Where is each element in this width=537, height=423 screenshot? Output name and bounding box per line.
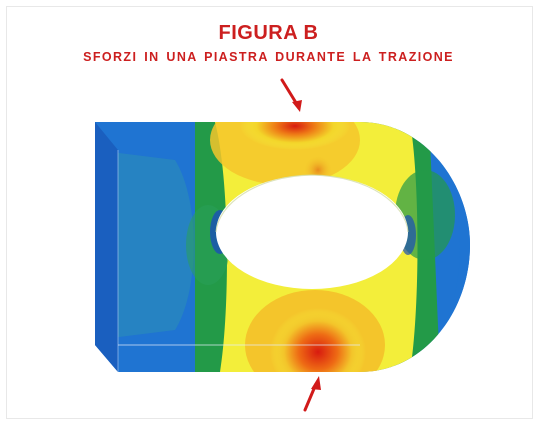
- plate-hole: [216, 175, 408, 289]
- figure-subtitle: SFORZI IN UNA PIASTRA DURANTE LA TRAZION…: [83, 50, 454, 64]
- top-arrow: [280, 78, 302, 112]
- figure-title: FIGURA B: [218, 22, 319, 44]
- plate-left-face: [95, 122, 118, 372]
- image-frame: [6, 6, 533, 419]
- bottom-arrow: [303, 376, 321, 412]
